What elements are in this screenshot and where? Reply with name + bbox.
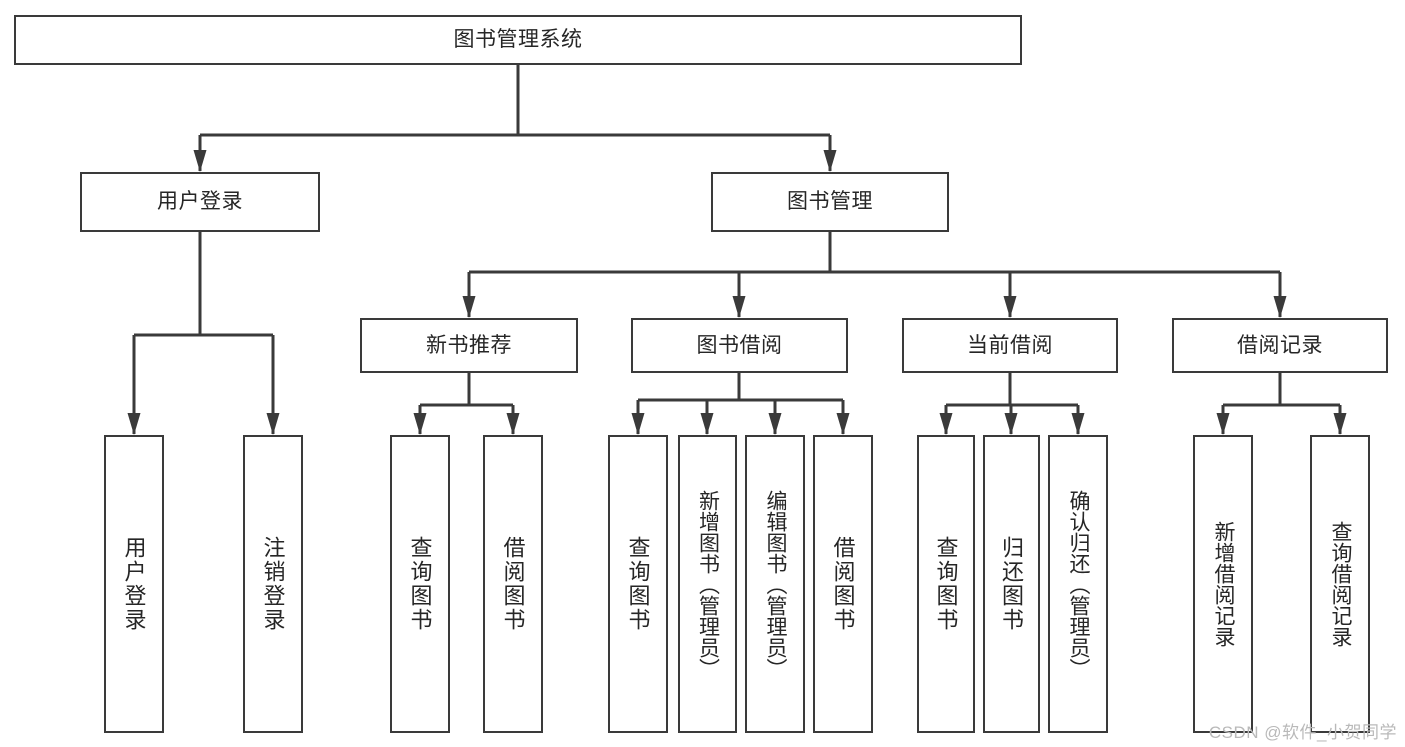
node-leaf-7[interactable]: 借阅图书 [813, 435, 873, 733]
arrowhead-icon-2-0 [127, 413, 141, 435]
node-level2-0[interactable]: 新书推荐 [360, 318, 578, 373]
node-leaf-8[interactable]: 查询图书 [917, 435, 975, 733]
node-leaf-3[interactable]: 借阅图书 [483, 435, 543, 733]
arrowhead-icon-1-3 [1273, 296, 1287, 318]
node-level2-1[interactable]: 图书借阅 [631, 318, 848, 373]
arrowhead-icon-4-1 [700, 413, 714, 435]
node-label: 查询借阅记录 [1329, 521, 1353, 647]
node-leaf-1[interactable]: 注销登录 [243, 435, 303, 733]
arrowhead-icon-5-1 [1004, 413, 1018, 435]
arrowhead-icon-6-1 [1333, 413, 1347, 435]
node-label: 用户登录 [157, 190, 243, 214]
node-leaf-9[interactable]: 归还图书 [983, 435, 1040, 733]
node-level1-0[interactable]: 用户登录 [80, 172, 320, 232]
node-label: 图书管理系统 [453, 28, 583, 52]
arrowhead-icon-4-3 [836, 413, 850, 435]
node-level2-2[interactable]: 当前借阅 [902, 318, 1118, 373]
node-root[interactable]: 图书管理系统 [14, 15, 1022, 65]
node-leaf-12[interactable]: 查询借阅记录 [1310, 435, 1370, 733]
node-level1-1[interactable]: 图书管理 [711, 172, 949, 232]
node-label: 查询图书 [625, 536, 651, 632]
node-label: 查询图书 [933, 536, 959, 632]
node-label: 确认归还（管理员） [1067, 489, 1091, 679]
arrowhead-icon-0-0 [193, 150, 207, 172]
node-label: 图书借阅 [696, 333, 783, 357]
node-leaf-11[interactable]: 新增借阅记录 [1193, 435, 1253, 733]
arrowhead-icon-5-0 [939, 413, 953, 435]
node-label: 注销登录 [260, 536, 286, 632]
node-label: 归还图书 [999, 536, 1025, 632]
arrowhead-icon-6-0 [1216, 413, 1230, 435]
node-label: 新书推荐 [426, 333, 512, 357]
node-label: 当前借阅 [967, 333, 1053, 357]
node-leaf-4[interactable]: 查询图书 [608, 435, 668, 733]
node-leaf-6[interactable]: 编辑图书（管理员） [745, 435, 805, 733]
arrowhead-icon-1-2 [1003, 296, 1017, 318]
arrowhead-icon-5-2 [1071, 413, 1085, 435]
node-level2-3[interactable]: 借阅记录 [1172, 318, 1388, 373]
arrowhead-icon-4-2 [768, 413, 782, 435]
node-leaf-0[interactable]: 用户登录 [104, 435, 164, 733]
node-leaf-5[interactable]: 新增图书（管理员） [678, 435, 737, 733]
arrowhead-icon-3-1 [506, 413, 520, 435]
node-label: 编辑图书（管理员） [764, 489, 788, 679]
node-label: 借阅图书 [830, 536, 856, 632]
arrowhead-icon-2-1 [266, 413, 280, 435]
node-label: 新增图书（管理员） [696, 489, 720, 679]
node-leaf-2[interactable]: 查询图书 [390, 435, 450, 733]
node-label: 新增借阅记录 [1212, 521, 1236, 647]
node-leaf-10[interactable]: 确认归还（管理员） [1048, 435, 1108, 733]
node-label: 借阅图书 [500, 536, 526, 632]
node-label: 用户登录 [121, 536, 147, 632]
node-label: 查询图书 [407, 536, 433, 632]
node-label: 图书管理 [787, 190, 873, 214]
arrowhead-icon-1-1 [732, 296, 746, 318]
arrowhead-icon-0-1 [823, 150, 837, 172]
arrowhead-icon-4-0 [631, 413, 645, 435]
watermark-text: CSDN @软件_小贺同学 [1208, 723, 1397, 742]
arrowhead-icon-3-0 [413, 413, 427, 435]
node-label: 借阅记录 [1237, 333, 1323, 357]
arrowhead-icon-1-0 [462, 296, 476, 318]
